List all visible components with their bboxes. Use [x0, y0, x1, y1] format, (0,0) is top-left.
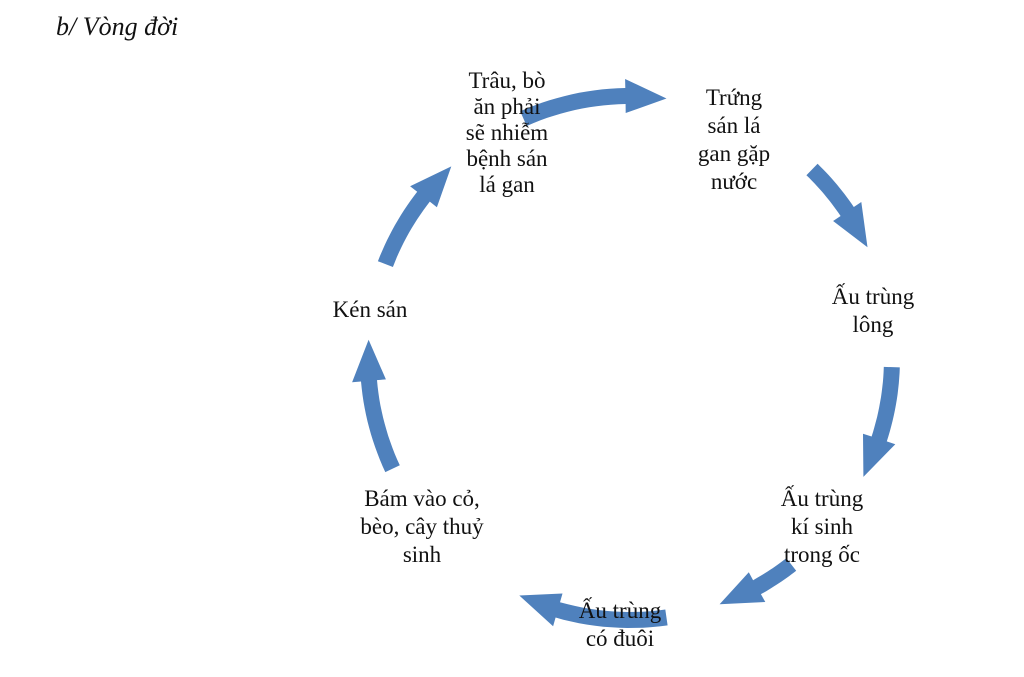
- arrow-ciliated-to-snail: [863, 366, 900, 477]
- arrow-snail-to-tailed-larva: [719, 558, 797, 605]
- arrow-eggs-to-ciliated-larva: [806, 163, 868, 248]
- stage-attach-to-plants: Bám vào cỏ, bèo, cây thuỷ sinh: [360, 486, 484, 567]
- stage-buffalo-infected: Trâu, bò ăn phải sẽ nhiễm bệnh sán lá ga…: [465, 68, 549, 197]
- stage-cyst: Kén sán: [332, 297, 408, 322]
- arrow-cyst-to-buffalo: [377, 166, 452, 267]
- arrow-buffalo-to-eggs: [520, 79, 667, 126]
- arrow-plants-to-cyst: [352, 339, 400, 473]
- stage-tailed-larva: Ấu trùng có đuôi: [578, 598, 662, 651]
- stage-eggs-in-water: Trứng sán lá gan gặp nước: [697, 85, 771, 194]
- stage-larva-in-snail: Ấu trùng kí sinh trong ốc: [780, 486, 864, 567]
- stage-ciliated-larva: Ấu trùng lông: [831, 284, 915, 337]
- arrow-tailed-larva-to-plants: [519, 593, 668, 628]
- page-title: b/ Vòng đời: [56, 12, 179, 41]
